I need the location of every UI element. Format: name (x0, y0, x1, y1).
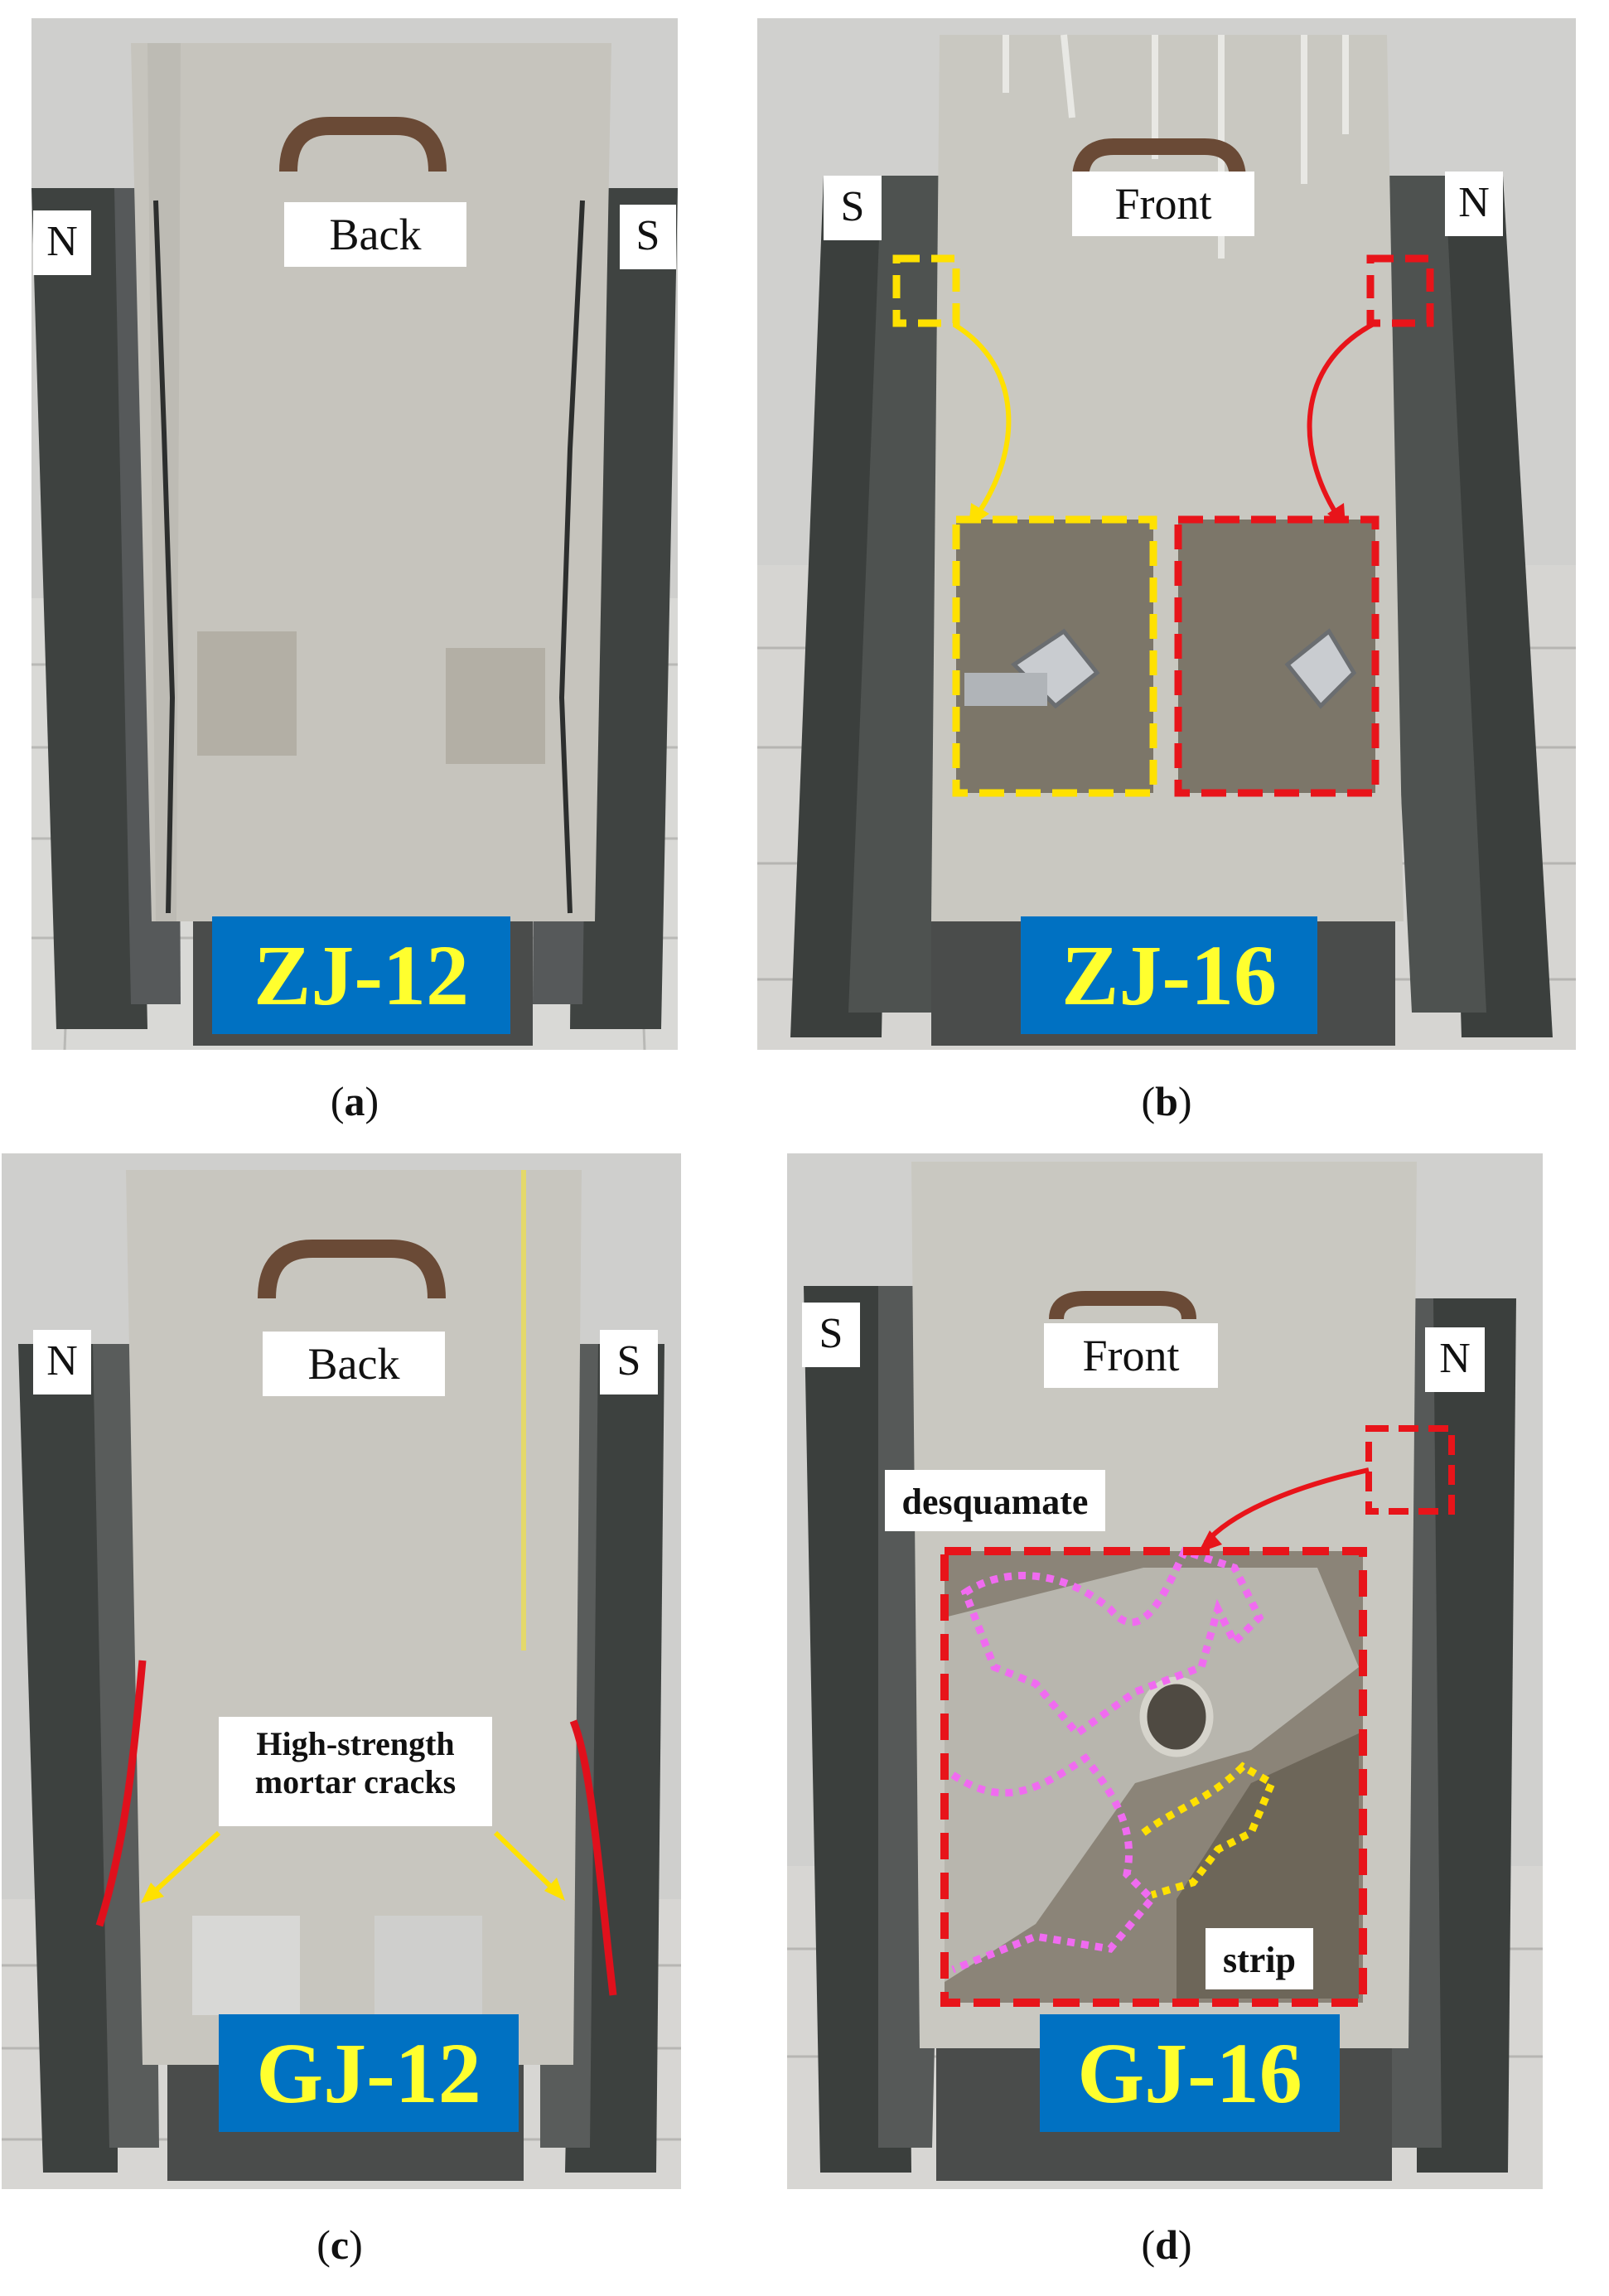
specimen-label: GJ-16 (1040, 2014, 1340, 2132)
caption-c: (c) (316, 2221, 363, 2268)
side-tag-right: S (600, 1330, 658, 1395)
face-tag: Front (1044, 1323, 1218, 1388)
specimen-label: ZJ-16 (1021, 916, 1317, 1034)
side-tag-left: N (33, 1330, 91, 1395)
strip-annotation: strip (1206, 1928, 1313, 1989)
specimen-photo-c (2, 1153, 681, 2189)
side-tag-left: S (802, 1303, 860, 1367)
caption-letter: b (1155, 1078, 1178, 1124)
caption-letter: d (1155, 2221, 1178, 2268)
crack-annotation: High-strength mortar cracks (219, 1717, 492, 1826)
face-tag: Back (263, 1332, 445, 1396)
side-tag-left: S (824, 176, 882, 240)
specimen-photo-a (31, 18, 678, 1050)
photo-panel-d: Front S N desquamate strip GJ-16 (787, 1153, 1543, 2189)
crack-annotation-line-2: mortar cracks (254, 1763, 457, 1801)
caption-d: (d) (1141, 2221, 1192, 2268)
side-tag-left: N (33, 210, 91, 275)
face-tag: Front (1072, 172, 1254, 236)
caption-letter: a (344, 1078, 365, 1124)
photo-panel-b: Front S N ZJ-16 (757, 18, 1576, 1050)
specimen-label: ZJ-12 (212, 916, 510, 1034)
photo-panel-a: Back N S ZJ-12 (31, 18, 678, 1050)
specimen-photo-d (787, 1153, 1543, 2189)
caption-b: (b) (1141, 1078, 1192, 1124)
caption-letter: c (330, 2221, 350, 2268)
face-tag: Back (284, 202, 466, 267)
desquamate-annotation: desquamate (885, 1470, 1105, 1531)
caption-a: (a) (330, 1078, 379, 1124)
photo-panel-c: Back N S High-strength mortar cracks GJ-… (2, 1153, 681, 2189)
side-tag-right: N (1425, 1327, 1485, 1392)
side-tag-right: S (620, 205, 676, 269)
specimen-label: GJ-12 (219, 2014, 519, 2132)
crack-annotation-line-1: High-strength (256, 1725, 455, 1762)
side-tag-right: N (1445, 172, 1503, 236)
